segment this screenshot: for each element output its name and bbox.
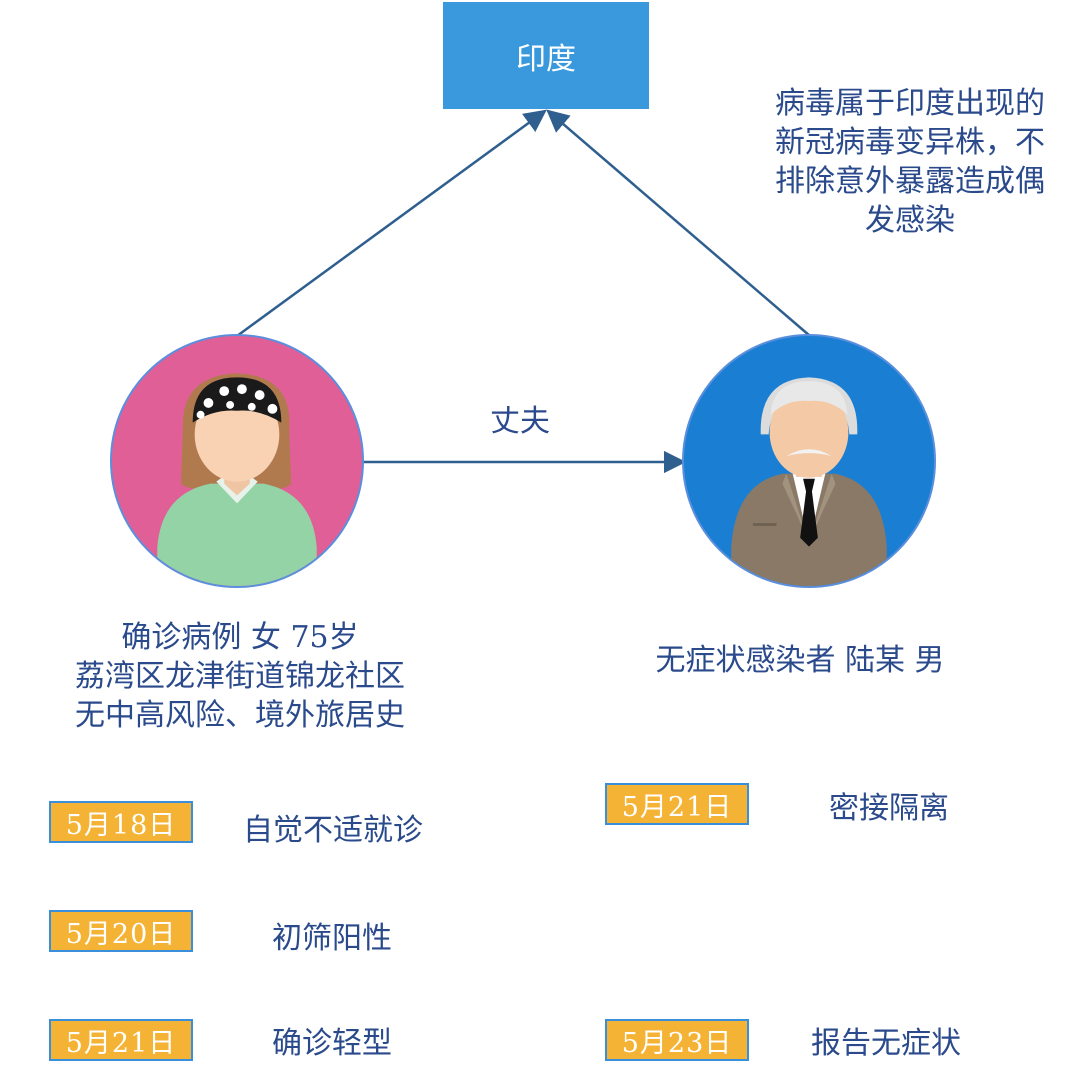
- origin-box: 印度: [443, 2, 649, 109]
- confirmed-case-caption: 确诊病例 女 75岁 荔湾区龙津街道锦龙社区 无中高风险、境外旅居史: [40, 618, 440, 735]
- note-line: 新冠病毒变异株，不: [775, 125, 1045, 160]
- virus-note: 病毒属于印度出现的 新冠病毒变异株，不 排除意外暴露造成偶 发感染: [755, 84, 1065, 240]
- date-badge: 5月18日: [49, 801, 193, 843]
- note-line: 病毒属于印度出现的: [775, 86, 1045, 121]
- arrow-woman-to-origin: [236, 109, 547, 338]
- asymptomatic-case-caption: 无症状感染者 陆某 男: [655, 643, 945, 678]
- arrow-man-to-origin: [546, 109, 811, 337]
- relation-label: 丈夫: [490, 404, 550, 439]
- origin-label: 印度: [516, 41, 576, 77]
- note-line: 发感染: [865, 203, 955, 238]
- elderly-man-avatar-icon: [682, 334, 936, 588]
- event-text: 确诊轻型: [272, 1026, 392, 1061]
- event-text: 自觉不适就诊: [243, 813, 423, 848]
- caption-line: 无中高风险、境外旅居史: [75, 698, 405, 733]
- note-line: 排除意外暴露造成偶: [775, 164, 1045, 199]
- caption-line: 确诊病例 女 75岁: [121, 620, 359, 655]
- event-text: 报告无症状: [811, 1026, 961, 1061]
- event-text: 密接隔离: [829, 791, 949, 826]
- event-text: 初筛阳性: [272, 921, 392, 956]
- date-badge: 5月20日: [49, 910, 193, 952]
- woman-avatar-icon: [110, 334, 364, 588]
- date-badge: 5月21日: [49, 1019, 193, 1061]
- date-badge: 5月23日: [605, 1019, 749, 1061]
- date-badge: 5月21日: [605, 783, 749, 825]
- caption-line: 荔湾区龙津街道锦龙社区: [75, 659, 405, 694]
